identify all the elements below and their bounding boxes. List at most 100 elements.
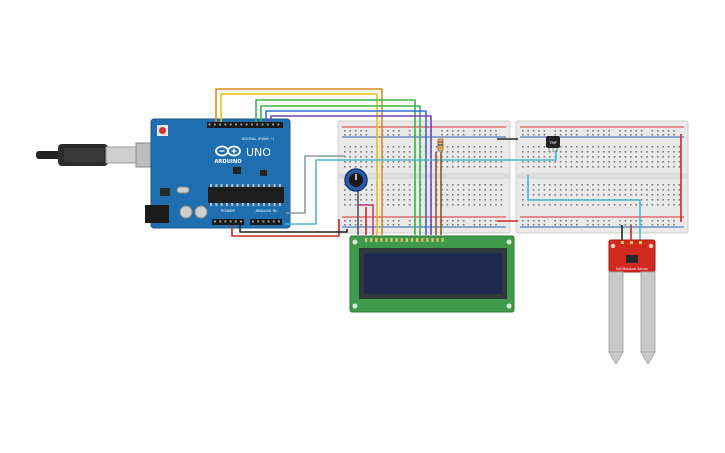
pin-hole — [581, 161, 583, 163]
pin-hole — [673, 134, 675, 136]
pin-hole — [484, 161, 486, 163]
pin-hole — [484, 194, 486, 196]
pin-hole — [371, 161, 373, 163]
pin-hole — [624, 204, 627, 206]
pin-hole — [657, 166, 659, 168]
pin-hole — [640, 184, 643, 186]
pin-hole — [479, 156, 481, 158]
pin-hole — [220, 184, 223, 187]
pin-hole — [667, 151, 670, 153]
wire-orange[interactable] — [215, 88, 383, 235]
pin-hole — [565, 146, 567, 148]
analog-header[interactable] — [250, 219, 282, 225]
pin-hole — [446, 224, 449, 226]
pin-hole — [400, 238, 403, 242]
pin-hole — [468, 156, 470, 158]
pin-hole — [576, 146, 578, 148]
pin-hole — [354, 224, 357, 226]
pin-hole — [462, 194, 465, 196]
pin-hole — [543, 166, 546, 168]
pin-hole — [581, 194, 583, 196]
pin-hole — [576, 204, 578, 206]
pin-hole — [662, 146, 664, 148]
wire-teal-1[interactable] — [285, 159, 500, 225]
wire-magenta[interactable] — [358, 204, 374, 235]
resistor[interactable] — [437, 138, 444, 152]
pin-hole — [565, 204, 567, 206]
wire-green-1[interactable] — [255, 99, 416, 235]
wire-blue[interactable] — [265, 110, 427, 235]
arduino-uno-board[interactable]: ARDUINO UNO DIGITAL (PWM ~) POWER ANALOG… — [145, 118, 291, 229]
wires[interactable] — [215, 88, 682, 244]
pin-hole — [597, 220, 600, 222]
pin-hole — [624, 166, 627, 168]
pin-hole — [608, 130, 610, 132]
pin-hole — [387, 134, 389, 136]
pin-hole — [613, 156, 616, 158]
wire-yellow[interactable] — [220, 93, 378, 235]
pin-hole — [365, 194, 368, 196]
pin-hole — [527, 224, 529, 226]
pin-hole — [586, 156, 589, 158]
wire-gray[interactable] — [286, 155, 345, 214]
pin-hole — [621, 241, 624, 244]
pin-hole — [532, 224, 535, 226]
temperature-sensor-label: TMP — [548, 141, 557, 145]
pin-hole — [538, 204, 540, 206]
temperature-sensor[interactable]: TMP — [546, 136, 560, 152]
pin-hole — [392, 134, 395, 136]
wire-red-power[interactable] — [231, 219, 340, 237]
pin-hole — [532, 194, 535, 196]
pin-hole — [586, 189, 589, 191]
pin-hole — [441, 151, 443, 153]
breadboard-left[interactable] — [337, 120, 511, 234]
breadboard-right[interactable] — [515, 120, 689, 234]
pin-hole — [441, 238, 444, 242]
lcd-display[interactable] — [349, 235, 515, 313]
pin-hole — [344, 134, 346, 136]
pin-hole — [395, 238, 398, 242]
mount-hole — [506, 239, 512, 245]
wire-purple[interactable] — [270, 115, 432, 235]
pin-hole — [597, 194, 600, 196]
wire-teal-2[interactable] — [500, 150, 557, 161]
reset-button-cap[interactable] — [159, 127, 166, 134]
pin-hole — [403, 204, 405, 206]
wire-black-gnd[interactable] — [239, 225, 348, 233]
pin-hole — [554, 224, 556, 226]
pin-hole — [554, 220, 556, 222]
pin-hole — [651, 130, 654, 132]
soil-sensor-pins — [621, 241, 642, 244]
wire-teal-3[interactable] — [527, 175, 641, 244]
power-header[interactable] — [212, 219, 244, 225]
pin-hole — [554, 189, 556, 191]
pin-hole — [462, 151, 465, 153]
arduino-header-pins — [208, 123, 280, 223]
pin-hole — [570, 220, 573, 222]
pin-hole — [678, 199, 681, 201]
pin-hole — [673, 146, 675, 148]
pin-hole — [392, 184, 395, 186]
pin-hole — [592, 151, 594, 153]
pin-hole — [446, 204, 449, 206]
usb-cable[interactable] — [36, 142, 159, 168]
potentiometer[interactable] — [344, 168, 368, 192]
pin-hole — [462, 224, 465, 226]
pin-hole — [532, 156, 535, 158]
pin-hole — [278, 220, 280, 223]
pin-hole — [646, 194, 648, 196]
pin-hole — [441, 224, 443, 226]
pin-hole — [392, 199, 395, 201]
pin-hole — [452, 156, 454, 158]
pin-hole — [635, 156, 637, 158]
wire-green-2[interactable] — [260, 105, 421, 235]
pin-hole — [635, 161, 637, 163]
pin-hole — [592, 184, 594, 186]
digital-header[interactable] — [207, 122, 283, 128]
pin-hole — [245, 123, 248, 126]
pin-hole — [250, 123, 253, 126]
pin-hole — [565, 166, 567, 168]
soil-moisture-sensor[interactable]: Soil Moisture Sensor — [608, 239, 656, 365]
pin-hole — [484, 184, 486, 186]
